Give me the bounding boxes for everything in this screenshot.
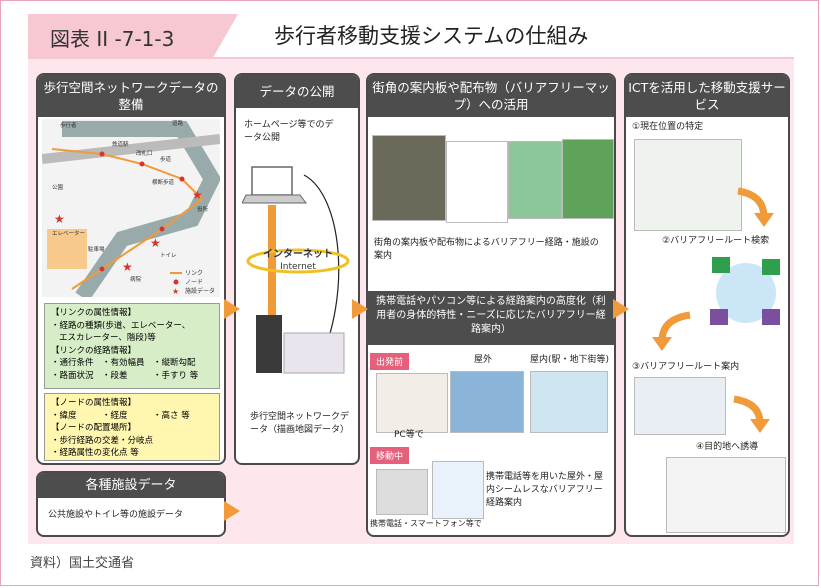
svg-text:リンク: リンク	[185, 270, 203, 277]
position-illustration	[634, 139, 742, 231]
map-data-icon	[283, 332, 345, 374]
box-line: ・通行条件 ・有効幅員 ・縦断勾配	[51, 358, 196, 368]
diagram-canvas: 歩行空間ネットワークデータの整備 ★ ★ ★ ★ 歩行者 鉄道駅 道路 改札口 歩道 …	[28, 59, 794, 544]
map-label: 道路	[172, 119, 184, 127]
flow-arrow-4	[613, 299, 629, 319]
publish-text: ホームページ等でのデータ公開	[244, 120, 334, 143]
map-label: 鉄道駅	[112, 140, 129, 148]
wheelchair-user-photo	[432, 461, 484, 519]
step-4-label: ④目的地へ誘導	[696, 442, 759, 452]
map-legend: リンク ノード ★ 施設データ	[170, 270, 215, 296]
curve-arrow-icon-2	[652, 311, 691, 351]
phone-photo	[376, 469, 428, 515]
box-line: 【リンクの経路情報】	[51, 345, 137, 356]
map-photo	[508, 141, 562, 219]
map-label: 役所	[197, 205, 209, 213]
box-line: ・経路属性の変化点 等	[51, 448, 139, 458]
map-photo-2	[562, 139, 614, 219]
internet-label-ja: インターネット	[263, 248, 333, 260]
figure-title: 歩行者移動支援システムの仕組み	[274, 24, 589, 48]
step-2-label: ②バリアフリールート検索	[662, 236, 770, 246]
map-label: 横断歩道	[152, 178, 175, 186]
source-note: 資料）国土交通省	[30, 556, 135, 571]
figure-label-tab: 図表 II -7-1-3	[28, 14, 238, 58]
svg-text:★: ★	[122, 260, 133, 274]
outdoor-screen	[450, 371, 524, 433]
curve-arrow-icon	[737, 187, 774, 227]
map-label: 病院	[130, 275, 142, 283]
tag-departure: 出発前	[370, 353, 410, 370]
svg-text:ノード: ノード	[185, 279, 203, 286]
network-data-text: 歩行空間ネットワークデータ（描画地図データ）	[250, 412, 350, 435]
facility-data-text: 公共施設やトイレ等の施設データ	[48, 510, 184, 520]
column-data-publish: データの公開 ホームページ等でのデータ公開 インターネット Internet 歩…	[234, 73, 360, 465]
column-ict-service-title: ICTを活用した移動支援サービス	[626, 75, 788, 117]
flow-arrow-2	[224, 501, 240, 521]
destination-illustration	[666, 457, 786, 533]
map-label: エレベーター	[52, 229, 85, 237]
flow-arrow-3	[352, 299, 368, 319]
figure-label: 図表 II -7-1-3	[50, 27, 175, 51]
svg-text:★: ★	[172, 287, 179, 296]
column-data-publish-title: データの公開	[236, 75, 358, 108]
internet-label-en: Internet	[280, 262, 316, 272]
moving-text: 携帯電話等を用いた屋外・屋内シームレスなバリアフリー経路案内	[486, 472, 604, 508]
step-1-label: ①現在位置の特定	[632, 122, 704, 132]
label-outdoor: 屋外	[474, 355, 493, 365]
node-attribute-box: 【ノードの属性情報】 ・緯度 ・経度 ・高さ 等 【ノードの配置場所】 ・歩行経…	[44, 393, 220, 461]
box-line: ・路面状況 ・段差 ・手すり 等	[51, 370, 199, 381]
column-network-data-title: 歩行空間ネットワークデータの整備	[38, 75, 224, 117]
svg-text:★: ★	[54, 212, 65, 226]
box-line: ・歩行経路の交差・分岐点	[51, 435, 154, 446]
signboard-photo	[372, 135, 446, 221]
box-line: ・緯度 ・経度 ・高さ 等	[51, 410, 190, 421]
column-network-data: 歩行空間ネットワークデータの整備 ★ ★ ★ ★ 歩行者 鉄道駅 道路 改札口 歩道 …	[36, 73, 226, 465]
guidance-title: 携帯電話やパソコン等による経路案内の高度化（利用者の身体的特性・ニーズに応じたバ…	[366, 291, 616, 345]
box-line: 【ノードの配置場所】	[51, 423, 137, 433]
map-label: 改札口	[136, 149, 153, 157]
svg-text:★: ★	[150, 236, 161, 250]
flow-arrow-1	[224, 299, 240, 319]
publish-illustration: インターネット Internet	[242, 166, 350, 374]
column-signage-title: 街角の案内板や配布物（バリアフリーマップ）への活用	[368, 75, 614, 117]
guidance-panel: 出発前 屋外 屋内(駅・地下街等) PC等で 移動中 携帯電話等を用いた屋外・屋…	[370, 353, 612, 533]
step-3-label: ③バリアフリールート案内	[632, 362, 740, 372]
column-facility-data-title: 各種施設データ	[38, 473, 224, 498]
route-guide-illustration	[634, 377, 726, 435]
box-line: ・経路の種類(歩道、エレベーター、	[51, 320, 191, 331]
box-line: 【リンクの属性情報】	[51, 308, 137, 318]
title-underline	[28, 57, 794, 59]
link-attribute-box: 【リンクの属性情報】 ・経路の種類(歩道、エレベーター、 エスカレーター、階段)…	[44, 303, 220, 389]
box-line: 【ノードの属性情報】	[51, 398, 137, 408]
column-facility-data: 各種施設データ 公共施設やトイレ等の施設データ	[36, 471, 226, 537]
pc-user-photo	[376, 373, 448, 433]
map-label: 歩道	[160, 155, 172, 163]
svg-text:★: ★	[192, 188, 203, 202]
map-label: トイレ	[160, 253, 177, 259]
route-search-illustration	[710, 257, 780, 325]
tag-moving: 移動中	[370, 447, 410, 464]
laptop-icon	[251, 166, 293, 196]
leaflet-photo	[446, 141, 508, 223]
network-map: ★ ★ ★ ★ 歩行者 鉄道駅 道路 改札口 歩道 横断歩道 公園 エレベーター 役所…	[42, 119, 220, 297]
curve-arrow-icon-3	[733, 395, 770, 433]
map-label: 駐車場	[88, 245, 105, 253]
box-line: エスカレーター、階段)等	[59, 333, 156, 343]
server-icon	[256, 315, 282, 373]
label-indoor: 屋内(駅・地下街等)	[530, 355, 610, 365]
svg-text:施設データ: 施設データ	[185, 287, 215, 295]
indoor-screen	[530, 371, 608, 433]
column-ict-service: ICTを活用した移動支援サービス ①現在位置の特定 ②バリアフリールート検索 ③…	[624, 73, 790, 537]
pc-label: PC等で	[394, 430, 424, 440]
phone-label: 携帯電話・スマートフォン等で	[370, 519, 482, 528]
map-label: 歩行者	[60, 121, 77, 129]
map-label: 公園	[52, 184, 64, 191]
signage-caption: 街角の案内板や配布物によるバリアフリー経路・施設の案内	[374, 238, 599, 261]
